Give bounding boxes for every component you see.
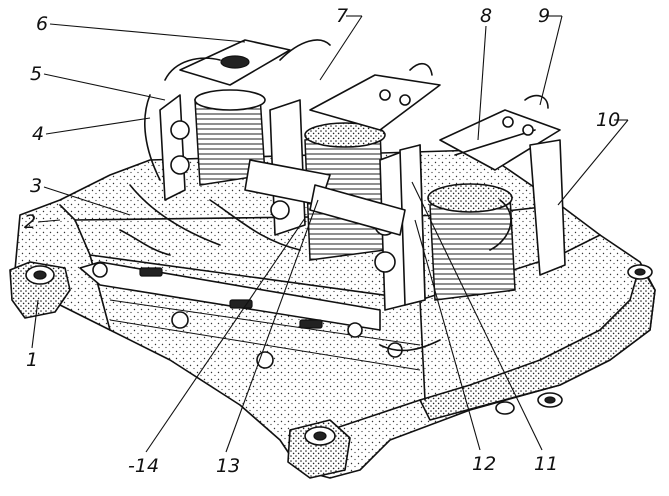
mounting-lug-right-front [495,392,563,415]
relay-unit-front [374,94,566,311]
callout-5: 5 [30,63,166,101]
svg-text:8: 8 [480,5,492,27]
callout-7: 7 [319,5,363,81]
mounting-lug-right-rear [627,264,653,280]
callout-13: 13 [216,199,319,477]
svg-text:-14: -14 [128,455,159,477]
callout-8: 8 [477,5,492,141]
callout-12: 12 [414,219,496,475]
svg-text:4: 4 [32,123,44,145]
callout-11: 11 [411,181,558,475]
callout-4: 4 [32,117,151,145]
callout-2: 2 [24,211,61,233]
svg-text:13: 13 [216,455,240,477]
svg-text:3: 3 [30,175,42,197]
callout-3: 3 [30,175,131,216]
mounting-lug-left [9,261,71,319]
callout-1: 1 [26,299,39,371]
svg-text:7: 7 [336,5,348,27]
svg-text:1: 1 [26,349,38,371]
svg-text:6: 6 [36,13,48,35]
svg-text:9: 9 [538,5,550,27]
svg-text:11: 11 [534,453,558,475]
callout-10: 10 [557,109,629,206]
svg-text:5: 5 [30,63,42,85]
cross-bar [244,159,406,236]
callout-14: -14 [128,217,306,477]
svg-text:10: 10 [596,109,620,131]
svg-text:12: 12 [472,453,496,475]
wiring [119,184,441,352]
svg-text:2: 2 [24,211,36,233]
callout-6: 6 [36,13,246,43]
mounting-lug-front [287,419,351,479]
callout-9: 9 [538,5,563,106]
